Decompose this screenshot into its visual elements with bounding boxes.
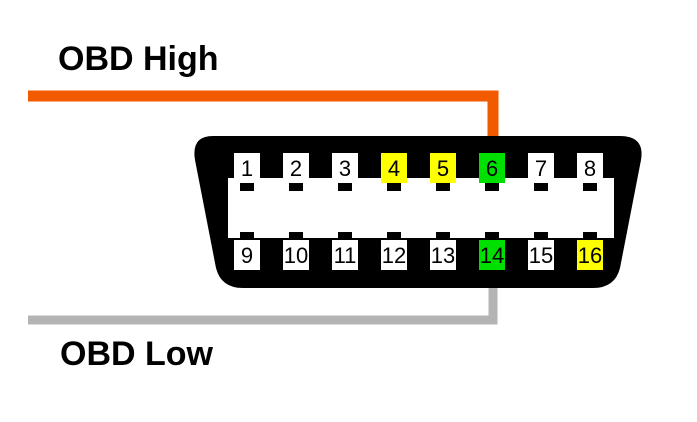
pin-15 xyxy=(528,240,554,270)
pin-16 xyxy=(577,240,603,270)
pin-tab xyxy=(387,183,401,191)
pin-label-6: 6 xyxy=(486,156,498,181)
pin-11 xyxy=(332,240,358,270)
pin-label-13: 13 xyxy=(431,243,455,268)
pin-label-11: 11 xyxy=(334,243,357,268)
connector-cavity xyxy=(228,178,614,238)
pin-label-3: 3 xyxy=(339,156,351,181)
pin-label-12: 12 xyxy=(382,243,406,268)
pin-tab xyxy=(387,232,401,240)
obd-low-label: OBD Low xyxy=(60,335,214,373)
pin-label-14: 14 xyxy=(480,243,504,268)
pin-2 xyxy=(283,153,309,183)
pin-tab xyxy=(338,183,352,191)
pin-tab xyxy=(583,183,597,191)
pin-label-8: 8 xyxy=(584,156,596,181)
pin-tab xyxy=(240,232,254,240)
pin-label-7: 7 xyxy=(535,156,547,181)
pin-label-15: 15 xyxy=(529,243,553,268)
pin-tab xyxy=(436,183,450,191)
pin-label-5: 5 xyxy=(437,156,449,181)
pin-3 xyxy=(332,153,358,183)
pin-tab xyxy=(436,232,450,240)
top-pin-row: 1 2 3 4 5 6 7 8 xyxy=(234,153,603,191)
obd-high-wire xyxy=(28,90,499,150)
pin-label-16: 16 xyxy=(578,243,602,268)
pin-tab xyxy=(534,232,548,240)
pin-4 xyxy=(381,153,407,183)
pin-label-1: 1 xyxy=(241,156,253,181)
pin-tab xyxy=(289,183,303,191)
pin-7 xyxy=(528,153,554,183)
pin-tab xyxy=(485,232,499,240)
pin-1 xyxy=(234,153,260,183)
pin-9 xyxy=(234,240,260,270)
pin-tab xyxy=(534,183,548,191)
pin-10 xyxy=(283,240,309,270)
pin-label-9: 9 xyxy=(241,243,253,268)
pin-tab xyxy=(289,232,303,240)
bottom-pin-row: 9 10 11 12 13 14 15 16 xyxy=(234,232,603,270)
pin-label-10: 10 xyxy=(284,243,308,268)
pin-12 xyxy=(381,240,407,270)
pin-14 xyxy=(479,240,505,270)
pin-label-4: 4 xyxy=(388,156,400,181)
pin-5 xyxy=(430,153,456,183)
pin-tab xyxy=(583,232,597,240)
pin-13 xyxy=(430,240,456,270)
pin-tab xyxy=(240,183,254,191)
pin-tab xyxy=(485,183,499,191)
pin-tab xyxy=(338,232,352,240)
pin-8 xyxy=(577,153,603,183)
pin-label-2: 2 xyxy=(290,156,302,181)
obd-high-label: OBD High xyxy=(58,40,219,78)
pin-6 xyxy=(479,153,505,183)
